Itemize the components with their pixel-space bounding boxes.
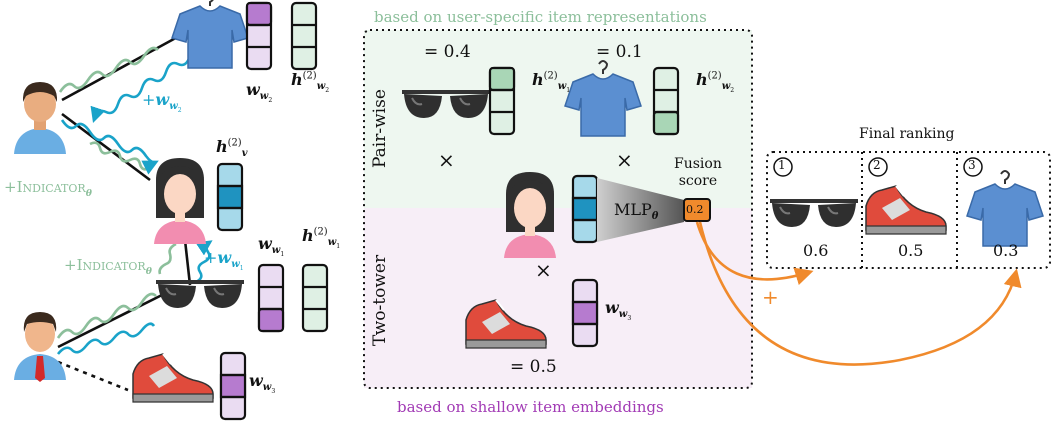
shoe-icon-rank (865, 185, 947, 235)
shirt-icon-rank (966, 170, 1044, 247)
pair-wise-label: Pair-wise (370, 89, 390, 168)
w-w3-label: ww3 (249, 371, 276, 396)
h-v-label: h(2)v (216, 137, 248, 160)
final-ranking-title: Final ranking (859, 126, 955, 142)
score-shoe: = 0.5 (510, 357, 557, 377)
top-caption: based on user-specific item representati… (374, 8, 707, 26)
h-w2-mid-label: h(2)w2 (696, 70, 735, 95)
h-w2-label: h(2)w2 (291, 70, 330, 95)
indicator-label-2: +Indicatorθ (64, 256, 152, 277)
fusion-value: 0.2 (686, 203, 704, 216)
plus-w-w2-label: +ww2 (142, 90, 182, 115)
user-woman-icon (154, 158, 206, 244)
shirt-icon-left (171, 0, 249, 69)
score-glasses: = 0.4 (424, 42, 471, 62)
score-rank-2: 0.5 (898, 241, 924, 260)
bottom-caption: based on shallow item embeddings (397, 398, 664, 416)
score-rank-1: 0.6 (803, 241, 829, 260)
h-w1-mid-label: h(2)w1 (532, 70, 571, 95)
w-w3-mid-label: ww3 (605, 298, 632, 323)
times-3: × (535, 258, 552, 282)
rank-1: 1 (778, 158, 786, 172)
score-rank-3: 0.3 (993, 241, 1019, 260)
plus-orange: + (762, 285, 779, 309)
user-woman-mid-icon (504, 172, 556, 258)
w-w2-label: ww2 (246, 80, 273, 105)
two-tower-label: Two-tower (370, 254, 390, 346)
times-1: × (438, 148, 455, 172)
mlp-label: MLPθ (614, 200, 659, 223)
plus-w-w1-label: +ww1 (204, 248, 244, 273)
rank-3: 3 (968, 158, 976, 172)
user-man-bottom-icon (14, 312, 66, 382)
shoe-icon-left (132, 353, 214, 403)
h-w1-label: h(2)w1 (302, 226, 341, 251)
times-2: × (616, 148, 633, 172)
user-man-top-icon (14, 82, 66, 154)
score-shirt: = 0.1 (596, 42, 643, 62)
glasses-icon-left (154, 280, 246, 310)
w-w1-label: ww1 (258, 234, 285, 259)
indicator-label-1: +Indicatorθ (4, 178, 92, 199)
glasses-icon-rank (768, 199, 860, 229)
rank-2: 2 (873, 158, 881, 172)
